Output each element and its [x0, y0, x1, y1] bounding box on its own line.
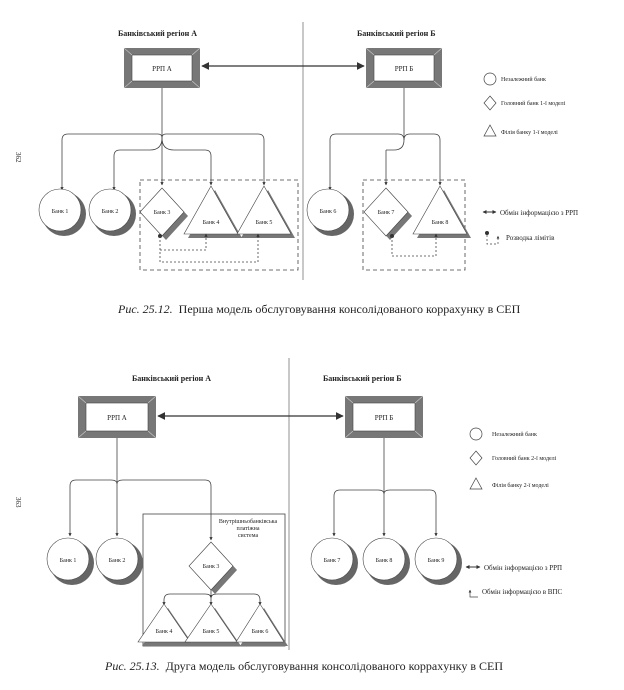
independent-bank-9-f2: Банк 9	[414, 537, 462, 585]
bank-2-label: Банк 2	[102, 209, 119, 215]
tree-b2-connectors	[332, 438, 438, 537]
legend-2-exchange: Обмін інформацією з РРП	[484, 564, 562, 572]
bank-5-label-f2: Банк 5	[203, 629, 220, 635]
bank-5-label: Банк 5	[256, 220, 273, 226]
legend-1-head: Головний банк 1-ї моделі	[501, 100, 566, 107]
tree-b-connectors	[328, 88, 442, 191]
head-bank-3: Банк 3	[139, 187, 188, 240]
rrp-a-box-2: РРП А	[77, 395, 157, 439]
branch-bank-4-f2: Банк 4	[137, 603, 194, 646]
bank-3-label: Банк 3	[154, 210, 171, 216]
page-number-bottom: 363	[14, 497, 22, 508]
figure-1-caption-prefix: Рис. 25.12.	[117, 302, 173, 316]
bank-2-label-f2: Банк 2	[109, 558, 126, 564]
tree-a2-connectors	[68, 438, 213, 541]
page-number-top: 362	[14, 152, 22, 163]
bank-1-label-f2: Банк 1	[60, 558, 77, 564]
legend-1-independent: Незалежний банк	[501, 76, 546, 83]
bank-7-label: Банк 7	[378, 210, 395, 216]
independent-bank-6: Банк 6	[306, 188, 354, 236]
independent-bank-icon	[483, 72, 497, 86]
head-bank-icon	[483, 95, 497, 111]
bank-3-label-f2: Банк 3	[203, 564, 220, 570]
legend-1-limits: Розводка лімітів	[506, 234, 555, 242]
internal-system-line-1: Внутрішньобанківська	[219, 518, 278, 525]
independent-bank-8-f2: Банк 8	[362, 537, 410, 585]
rrp-b-box-2: РРП Б	[344, 395, 424, 439]
bank-9-label-f2: Банк 9	[428, 558, 445, 564]
consolidated-group-a	[139, 179, 299, 271]
branch-bank-icon-2	[469, 477, 483, 490]
rrp-a-box: РРП А	[123, 47, 201, 89]
figure-2-caption-text: Друга модель обслуговування консолідован…	[166, 659, 504, 673]
legend-2-head: Головний банк 2-ї моделі	[492, 455, 557, 462]
figure-2: 363 Банківський регіон А Банківський рег…	[14, 358, 562, 673]
rrp-b-label: РРП Б	[395, 65, 414, 73]
bank-8-label-f2: Банк 8	[376, 558, 393, 564]
bank-8-label: Банк 8	[432, 220, 449, 226]
legend-1-exchange: Обмін інформацією з РРП	[500, 209, 578, 217]
figure-1-caption: Рис. 25.12. Перша модель обслуговування …	[117, 302, 521, 316]
independent-bank-1-f2: Банк 1	[46, 537, 94, 585]
legend-figure-1: Незалежний банк Головний банк 1-ї моделі…	[482, 72, 578, 245]
bank-4-label-f2: Банк 4	[156, 629, 173, 635]
independent-bank-icon-2	[469, 427, 483, 441]
rrp-a-label-2: РРП А	[107, 414, 127, 422]
internal-system-line-3: система	[238, 533, 259, 539]
legend-2-independent: Незалежний банк	[492, 431, 537, 438]
legend-figure-2: Незалежний банк Головний банк 2-ї моделі…	[465, 427, 562, 598]
independent-bank-7-f2: Банк 7	[310, 537, 358, 585]
figure-2-caption-prefix: Рис. 25.13.	[104, 659, 160, 673]
independent-bank-2-f2: Банк 2	[95, 537, 143, 585]
head-bank-7: Банк 7	[363, 187, 412, 240]
bank-6-label-f2: Банк 6	[252, 629, 269, 635]
rrp-b-box: РРП Б	[365, 47, 443, 89]
region-b-title: Банківський регіон Б	[357, 29, 436, 38]
bank-1-label: Банк 1	[52, 209, 69, 215]
internal-connectors	[162, 590, 262, 606]
legend-2-branch: Філія банку 2-ї моделі	[492, 482, 549, 489]
independent-bank-2: Банк 2	[88, 188, 136, 236]
branch-bank-4: Банк 4	[183, 185, 242, 238]
vps-exchange-icon	[468, 589, 478, 598]
region-a-title-2: Банківський регіон А	[132, 374, 211, 383]
limits-distribution-a	[158, 233, 260, 263]
figure-2-caption: Рис. 25.13. Друга модель обслуговування …	[104, 659, 503, 673]
bank-7-label-f2: Банк 7	[324, 558, 341, 564]
figure-1-caption-text: Перша модель обслуговування консолідован…	[179, 302, 521, 316]
legend-1-branch: Філія банку 1-ї моделі	[501, 129, 558, 136]
limits-distribution-b	[390, 233, 438, 257]
tree-a-connectors	[60, 88, 266, 191]
internal-system-line-2: платіжна	[236, 526, 259, 532]
consolidated-group-b	[362, 179, 466, 271]
rrp-b-label-2: РРП Б	[375, 414, 394, 422]
region-a-title: Банківський регіон А	[118, 29, 197, 38]
head-bank-3-f2: Банк 3	[188, 541, 237, 594]
branch-bank-6-f2: Банк 6	[235, 603, 288, 646]
legend-2-vps: Обмін інформацією в ВПС	[482, 588, 562, 596]
branch-bank-8: Банк 8	[412, 185, 471, 238]
branch-bank-icon	[483, 124, 497, 137]
limits-arrow-icon	[485, 231, 500, 245]
branch-bank-5-f2: Банк 5	[184, 603, 241, 646]
bank-4-label: Банк 4	[203, 220, 220, 226]
rrp-a-label: РРП А	[152, 65, 172, 73]
region-b-title-2: Банківський регіон Б	[323, 374, 402, 383]
figure-1: 362 Банківський регіон А Банківський рег…	[14, 22, 578, 316]
independent-bank-1: Банк 1	[38, 188, 86, 236]
bank-6-label: Банк 6	[320, 209, 337, 215]
head-bank-icon-2	[469, 450, 483, 466]
branch-bank-5: Банк 5	[236, 185, 295, 238]
